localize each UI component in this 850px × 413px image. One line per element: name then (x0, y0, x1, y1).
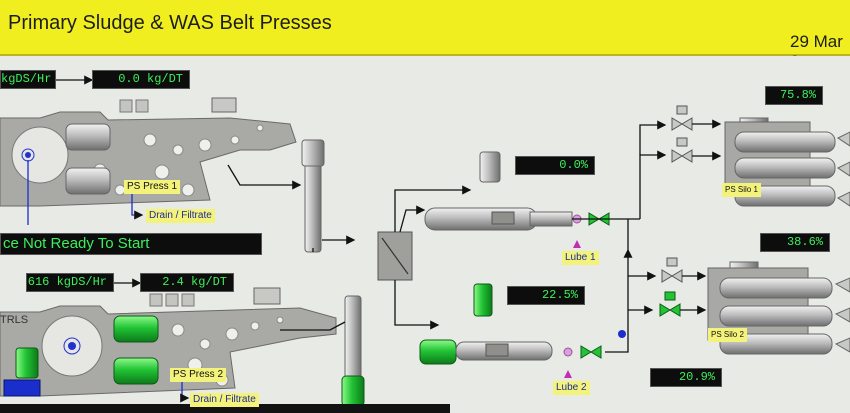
press-1-name-label: PS Press 1 (124, 180, 181, 194)
press-2-hopper-icon (253, 287, 281, 305)
press-2-tag-icon (165, 293, 179, 307)
controls-text: TRLS (0, 314, 29, 326)
discharge-valve-icon[interactable] (834, 307, 850, 323)
upper-sludge-pump-icon[interactable] (424, 151, 573, 231)
valve-icon[interactable] (671, 137, 693, 163)
press-2-tag-icon (149, 293, 163, 307)
press-2-base-icon (3, 379, 41, 397)
silo-inlet-valves (661, 105, 693, 283)
valve-icon[interactable] (671, 105, 693, 131)
silo-1-level-readout: 75.8% (765, 86, 823, 105)
lube-2-indicator-icon (564, 370, 572, 378)
belt-press-2-icon[interactable] (0, 305, 337, 397)
lower-pump-speed-readout: 22.5% (507, 286, 585, 305)
bottom-flow-readout: 20.9% (650, 368, 722, 387)
valve-icon[interactable] (659, 291, 681, 317)
press-2-motor-upper-icon[interactable] (113, 315, 159, 343)
press-2-drain-label: Drain / Filtrate (190, 393, 259, 407)
page-title: Primary Sludge & WAS Belt Presses (8, 12, 332, 34)
press-1-hopper-icon (211, 97, 237, 113)
press-2-motor-lower-icon[interactable] (113, 357, 159, 385)
header-bar: Primary Sludge & WAS Belt Presses 29 Mar… (0, 0, 850, 71)
press-1-flow-readout: kgDS/Hr (0, 70, 56, 89)
press-2-tag-icon (181, 293, 195, 307)
discharge-valve-icon[interactable] (834, 277, 850, 293)
press-1-drain-label: Drain / Filtrate (146, 209, 215, 223)
upper-pump-speed-readout: 0.0% (515, 156, 595, 175)
valve-2-icon[interactable] (580, 345, 602, 359)
press-1-motor-lower-icon[interactable] (65, 167, 111, 195)
discharge-valve-icon[interactable] (837, 161, 850, 177)
press-1-tag-icon (119, 99, 133, 113)
press-2-flow-readout: 616 kgDS/Hr (26, 273, 114, 292)
lube-point-2-icon[interactable] (563, 347, 573, 357)
press-2-aux-motor-icon[interactable] (15, 347, 39, 379)
discharge-valve-icon[interactable] (837, 131, 850, 147)
lower-sludge-pump-icon[interactable] (419, 283, 553, 365)
discharge-valve-icon[interactable] (837, 191, 850, 207)
silo-2-label: PS Silo 2 (708, 328, 747, 342)
press-2-name-label: PS Press 2 (170, 368, 227, 382)
junction-node-icon (618, 330, 626, 338)
press-status-message: ce Not Ready To Start (0, 233, 262, 255)
drain-lines (27, 160, 190, 403)
discharge-valve-icon[interactable] (834, 337, 850, 353)
silo-1-label: PS Silo 1 (722, 183, 761, 197)
bottom-status-strip (0, 404, 450, 413)
press-1-motor-upper-icon[interactable] (65, 123, 111, 151)
lube-1-label: Lube 1 (562, 251, 599, 265)
press-1-tag-icon (135, 99, 149, 113)
press-2-dose-readout: 2.4 kg/DT (140, 273, 234, 292)
silo-2-level-readout: 38.6% (760, 233, 830, 252)
lube-2-label: Lube 2 (553, 381, 590, 395)
press-1-dose-readout: 0.0 kg/DT (92, 70, 190, 89)
lube-1-indicator-icon (573, 240, 581, 248)
valve-icon[interactable] (661, 257, 683, 283)
